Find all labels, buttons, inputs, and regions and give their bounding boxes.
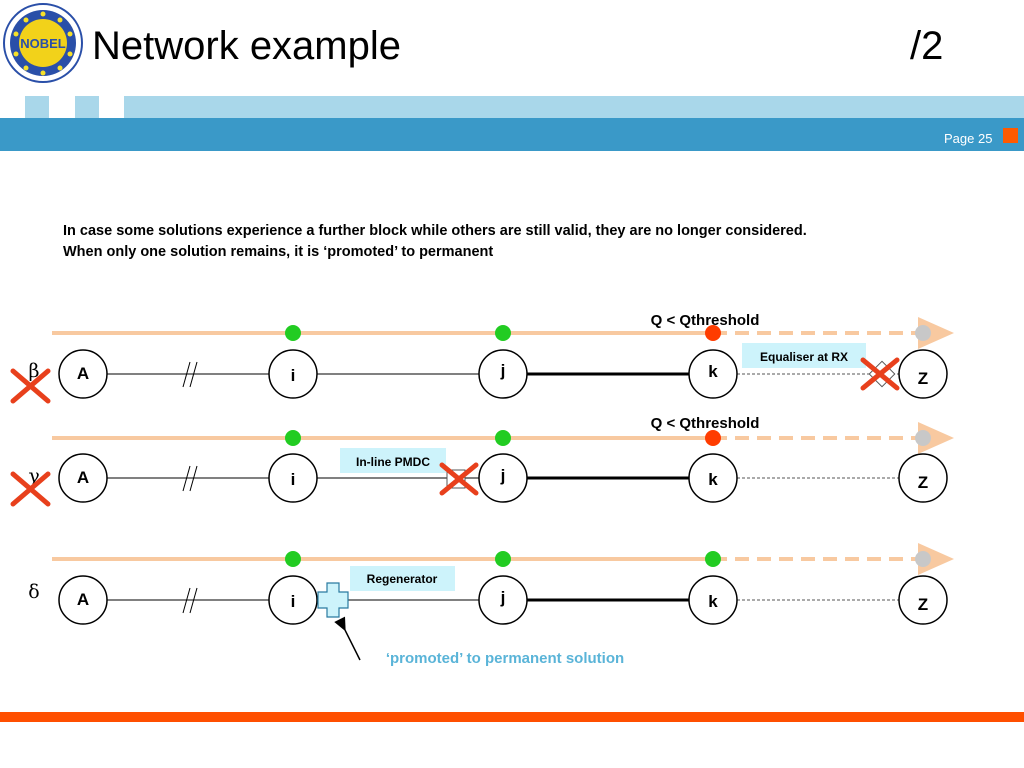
svg-text:i: i	[291, 470, 296, 489]
regenerator-box: Regenerator	[350, 566, 455, 591]
intro-line-2: When only one solution remains, it is ‘p…	[63, 244, 494, 260]
node-i: i	[268, 575, 318, 625]
svg-text:i: i	[291, 592, 296, 611]
header-block-1	[25, 96, 49, 118]
regenerator-device-icon	[317, 582, 349, 618]
node-j: j	[478, 349, 528, 399]
row-beta-symbol: β	[29, 360, 40, 382]
svg-text:A: A	[77, 468, 89, 487]
svg-text:k: k	[708, 592, 718, 611]
nobel-logo: NOBEL	[3, 3, 83, 83]
row-gamma: Q < Qthreshold γ A i j k	[10, 415, 954, 507]
pmdc-label: In-line PMDC	[356, 455, 430, 469]
row-gamma-cross-icon	[10, 471, 51, 507]
svg-text:Z: Z	[918, 369, 928, 388]
svg-text:k: k	[708, 362, 718, 381]
node-k: k	[688, 453, 738, 503]
row-beta-dot-j	[495, 325, 511, 341]
node-z: Z	[898, 349, 948, 399]
row-beta-cross-icon	[10, 368, 51, 404]
row-beta-q-label: Q < Qthreshold	[651, 312, 760, 329]
svg-text:Z: Z	[918, 473, 928, 492]
slide-title: Network example	[92, 24, 402, 68]
promoted-arrow	[334, 616, 361, 661]
promoted-label: ‘promoted’ to permanent solution	[386, 650, 624, 667]
row-gamma-dot-z	[915, 430, 931, 446]
row-gamma-dot-k	[705, 430, 721, 446]
row-gamma-device-cross-icon	[439, 462, 479, 496]
row-delta-break-mark	[182, 587, 198, 614]
row-gamma-dot-j	[495, 430, 511, 446]
node-k: k	[688, 349, 738, 399]
node-j: j	[478, 453, 528, 503]
row-delta: δ A i j k Z Regenerator ‘promoted’ to pe…	[28, 543, 954, 667]
row-beta-dot-i	[285, 325, 301, 341]
node-a: A	[58, 575, 108, 625]
node-k: k	[688, 575, 738, 625]
header-block-2	[75, 96, 99, 118]
intro-text: In case some solutions experience a furt…	[63, 221, 963, 263]
row-delta-symbol: δ	[28, 581, 39, 603]
node-j: j	[478, 575, 528, 625]
row-beta-dot-z	[915, 325, 931, 341]
node-z: Z	[898, 453, 948, 503]
page-number: Page 25	[944, 131, 993, 146]
row-delta-dot-j	[495, 551, 511, 567]
intro-line-1: In case some solutions experience a furt…	[63, 223, 807, 239]
row-beta-dot-k	[705, 325, 721, 341]
svg-text:A: A	[77, 590, 89, 609]
row-beta-device-cross-icon	[860, 357, 900, 391]
row-beta: Q < Qthreshold β A i j k	[10, 312, 954, 404]
node-i: i	[268, 453, 318, 503]
node-i: i	[268, 349, 318, 399]
svg-text:j: j	[500, 588, 506, 607]
row-delta-dot-z	[915, 551, 931, 567]
row-gamma-q-label: Q < Qthreshold	[651, 415, 760, 432]
logo-text: NOBEL	[20, 36, 66, 51]
node-a: A	[58, 453, 108, 503]
svg-text:i: i	[291, 366, 296, 385]
svg-text:Z: Z	[918, 595, 928, 614]
node-a: A	[58, 349, 108, 399]
pmdc-box: In-line PMDC	[340, 448, 446, 473]
svg-text:j: j	[500, 361, 506, 380]
svg-text:k: k	[708, 470, 718, 489]
footer-bar	[0, 712, 1024, 722]
row-delta-dot-k	[705, 551, 721, 567]
slide-part-number: /2	[910, 24, 944, 68]
svg-text:j: j	[500, 466, 506, 485]
equaliser-box: Equaliser at RX	[742, 343, 866, 368]
row-beta-break-mark	[182, 361, 198, 388]
svg-text:A: A	[77, 364, 89, 383]
header-band	[0, 118, 1024, 151]
node-z: Z	[898, 575, 948, 625]
row-gamma-break-mark	[182, 465, 198, 492]
row-gamma-dot-i	[285, 430, 301, 446]
header-band-light	[124, 96, 1024, 118]
equaliser-label: Equaliser at RX	[760, 350, 848, 364]
row-gamma-symbol: γ	[28, 465, 39, 487]
row-delta-dot-i	[285, 551, 301, 567]
page-accent-square	[1003, 128, 1018, 143]
regenerator-label: Regenerator	[367, 572, 438, 586]
